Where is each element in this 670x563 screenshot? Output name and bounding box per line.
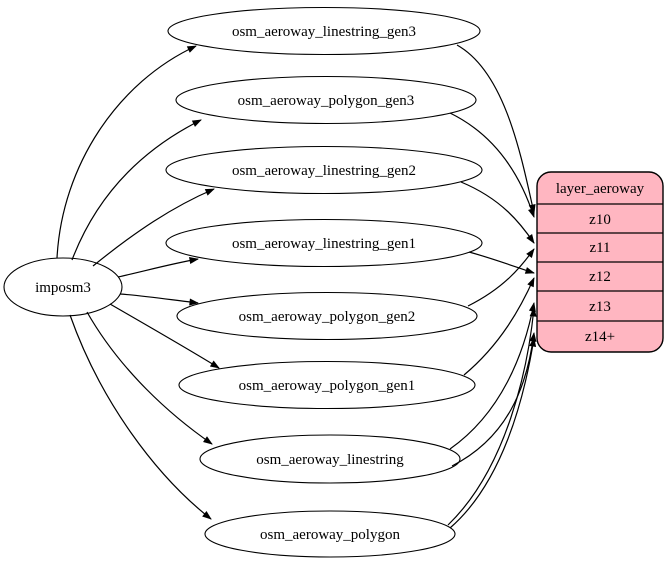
table-ellipse	[165, 218, 483, 268]
node-osm_aeroway_polygon_gen1	[178, 360, 476, 410]
labels: imposm3 osm_aeroway_linestring_gen3 osm_…	[35, 24, 645, 543]
table-label-linestring: osm_aeroway_linestring	[256, 452, 404, 468]
node-osm_aeroway_linestring	[199, 434, 461, 484]
edge-osm_aeroway_linestring-to-z13	[449, 302, 536, 450]
imposm3-label: imposm3	[35, 280, 91, 296]
table-label-linestring-gen1: osm_aeroway_linestring_gen1	[232, 236, 416, 252]
layer-row-z14-label: z14+	[585, 329, 615, 345]
node-layer-aeroway	[536, 171, 664, 353]
table-label-linestring-gen3: osm_aeroway_linestring_gen3	[232, 24, 416, 40]
table-ellipse	[165, 145, 483, 195]
layer-aeroway-title: layer_aeroway	[556, 181, 645, 197]
edge-osm_aeroway_linestring_gen3-to-z10	[456, 44, 536, 214]
table-label-polygon-gen2: osm_aeroway_polygon_gen2	[239, 309, 416, 325]
imposm3-ellipse	[3, 257, 123, 317]
table-label-polygon: osm_aeroway_polygon	[260, 527, 400, 543]
layer-row-z11-label: z11	[589, 240, 610, 256]
edge-imposm3-to-osm_aeroway_linestring	[86, 311, 213, 445]
edge-imposm3-to-osm_aeroway_polygon_gen2	[119, 293, 199, 306]
table-ellipse	[199, 434, 461, 484]
table-ellipse	[175, 75, 477, 125]
edge-osm_aeroway_polygon-to-z14	[449, 337, 537, 529]
node-osm_aeroway_polygon_gen2	[176, 291, 478, 341]
edge-imposm3-to-osm_aeroway_polygon_gen3	[71, 119, 202, 261]
edge-imposm3-to-osm_aeroway_polygon_gen1	[109, 303, 220, 369]
edges-import	[56, 45, 220, 520]
layer-row-z10-label: z10	[589, 212, 611, 228]
edge-osm_aeroway_polygon_gen3-to-z10	[449, 112, 535, 218]
table-label-polygon-gen1: osm_aeroway_polygon_gen1	[239, 378, 416, 394]
edge-osm_aeroway_polygon_gen2-to-z11	[467, 248, 535, 307]
edge-imposm3-to-osm_aeroway_linestring_gen2	[92, 188, 215, 267]
node-imposm3	[3, 257, 123, 317]
edge-imposm3-to-osm_aeroway_polygon	[69, 314, 212, 520]
layer-row-z13-label: z13	[589, 299, 611, 315]
node-osm_aeroway_polygon	[204, 510, 456, 558]
edge-osm_aeroway_linestring_gen2-to-z11	[460, 181, 535, 244]
edge-imposm3-to-osm_aeroway_linestring_gen1	[117, 257, 199, 278]
table-ellipse	[167, 6, 481, 56]
node-osm_aeroway_polygon_gen3	[175, 75, 477, 125]
table-label-polygon-gen3: osm_aeroway_polygon_gen3	[238, 93, 415, 109]
node-osm_aeroway_linestring_gen3	[167, 6, 481, 56]
table-ellipse	[178, 360, 476, 410]
layer-row-z12-label: z12	[589, 269, 611, 285]
table-ellipse	[204, 510, 456, 558]
edge-osm_aeroway_polygon_gen1-to-z12	[463, 277, 535, 376]
edges-layer	[447, 44, 537, 529]
node-osm_aeroway_linestring_gen2	[165, 145, 483, 195]
table-label-linestring-gen2: osm_aeroway_linestring_gen2	[232, 163, 416, 179]
edge-imposm3-to-osm_aeroway_linestring_gen3	[56, 45, 197, 259]
edge-osm_aeroway_linestring-to-z14	[451, 332, 537, 467]
edge-osm_aeroway_linestring_gen1-to-z12	[468, 251, 535, 274]
edge-osm_aeroway_polygon-to-z13	[447, 307, 537, 526]
table-ellipse	[176, 291, 478, 341]
node-osm_aeroway_linestring_gen1	[165, 218, 483, 268]
